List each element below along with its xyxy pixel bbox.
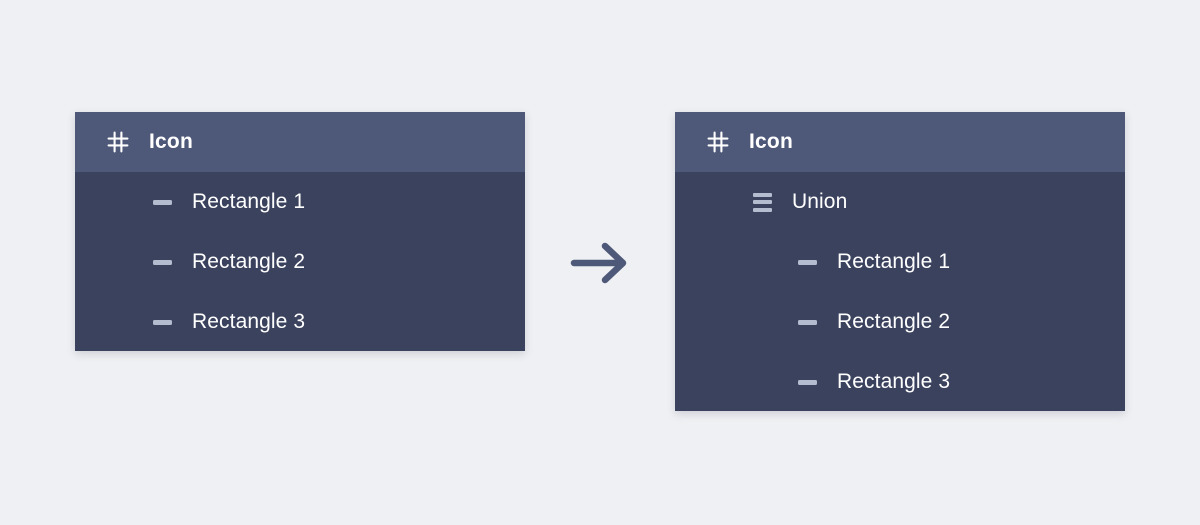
hash-icon — [107, 131, 129, 153]
panel-title: Icon — [749, 130, 793, 153]
layer-row-group[interactable]: Union — [675, 172, 1125, 232]
rectangle-dash-icon — [153, 193, 172, 212]
layer-row[interactable]: Rectangle 2 — [75, 232, 525, 292]
rectangle-dash-icon — [153, 253, 172, 272]
layer-row[interactable]: Rectangle 3 — [75, 292, 525, 351]
layer-row[interactable]: Rectangle 2 — [675, 292, 1125, 352]
rectangle-dash-icon — [153, 313, 172, 332]
layer-row-label: Rectangle 2 — [837, 310, 951, 333]
layer-row-label: Union — [792, 190, 848, 213]
layer-row-label: Rectangle 1 — [192, 190, 306, 213]
panel-body-before: Rectangle 1 Rectangle 2 Rectangle 3 — [75, 172, 525, 351]
layer-row[interactable]: Rectangle 1 — [675, 232, 1125, 292]
layers-panel-after: Icon Union Rectangle 1 Rectangle 2 Recta… — [675, 112, 1125, 411]
panel-header-before: Icon — [75, 112, 525, 172]
layer-row[interactable]: Rectangle 1 — [75, 172, 525, 232]
rectangle-dash-icon — [798, 313, 817, 332]
layer-row[interactable]: Rectangle 3 — [675, 352, 1125, 411]
union-icon — [753, 192, 772, 212]
layer-row-label: Rectangle 2 — [192, 250, 306, 273]
rectangle-dash-icon — [798, 373, 817, 392]
rectangle-dash-icon — [798, 253, 817, 272]
layer-row-label: Rectangle 3 — [192, 310, 306, 333]
panel-body-after: Union Rectangle 1 Rectangle 2 Rectangle … — [675, 172, 1125, 411]
arrow-right-icon — [568, 240, 632, 286]
layer-row-label: Rectangle 3 — [837, 370, 951, 393]
layers-panel-before: Icon Rectangle 1 Rectangle 2 Rectangle 3 — [75, 112, 525, 351]
panel-title: Icon — [149, 130, 193, 153]
panel-header-after: Icon — [675, 112, 1125, 172]
hash-icon — [707, 131, 729, 153]
layer-row-label: Rectangle 1 — [837, 250, 951, 273]
